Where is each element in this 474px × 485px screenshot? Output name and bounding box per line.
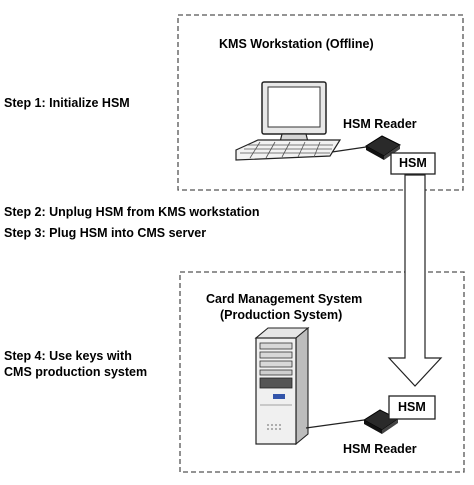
cms-box-title-line1: Card Management System [206,292,363,306]
step-3-label: Step 3: Plug HSM into CMS server [4,226,207,240]
step-4-label-line1: Step 4: Use keys with [4,349,132,363]
cms-hsm-reader-label: HSM Reader [343,442,417,456]
cms-box-title-line2: (Production System) [220,308,343,322]
transfer-arrow [387,174,443,387]
keyboard-icon [235,139,342,161]
kms-cable [331,146,367,153]
step-4-label-line2: CMS production system [4,365,148,379]
kms-workstation-box [177,14,464,191]
cms-cable [305,419,365,429]
cms-system-box [179,271,465,473]
step-1-label: Step 1: Initialize HSM [4,96,130,110]
kms-hsm-label: HSM [399,156,427,170]
kms-hsm-reader-label: HSM Reader [343,117,417,131]
cms-hsm-label: HSM [398,400,426,414]
cms-hsm-box [388,395,436,420]
kms-box-title: KMS Workstation (Offline) [219,37,374,51]
kms-hsm-box [390,152,436,175]
workstation-monitor-icon [261,81,327,143]
step-2-label: Step 2: Unplug HSM from KMS workstation [4,205,260,219]
cms-server-icon [254,326,310,446]
